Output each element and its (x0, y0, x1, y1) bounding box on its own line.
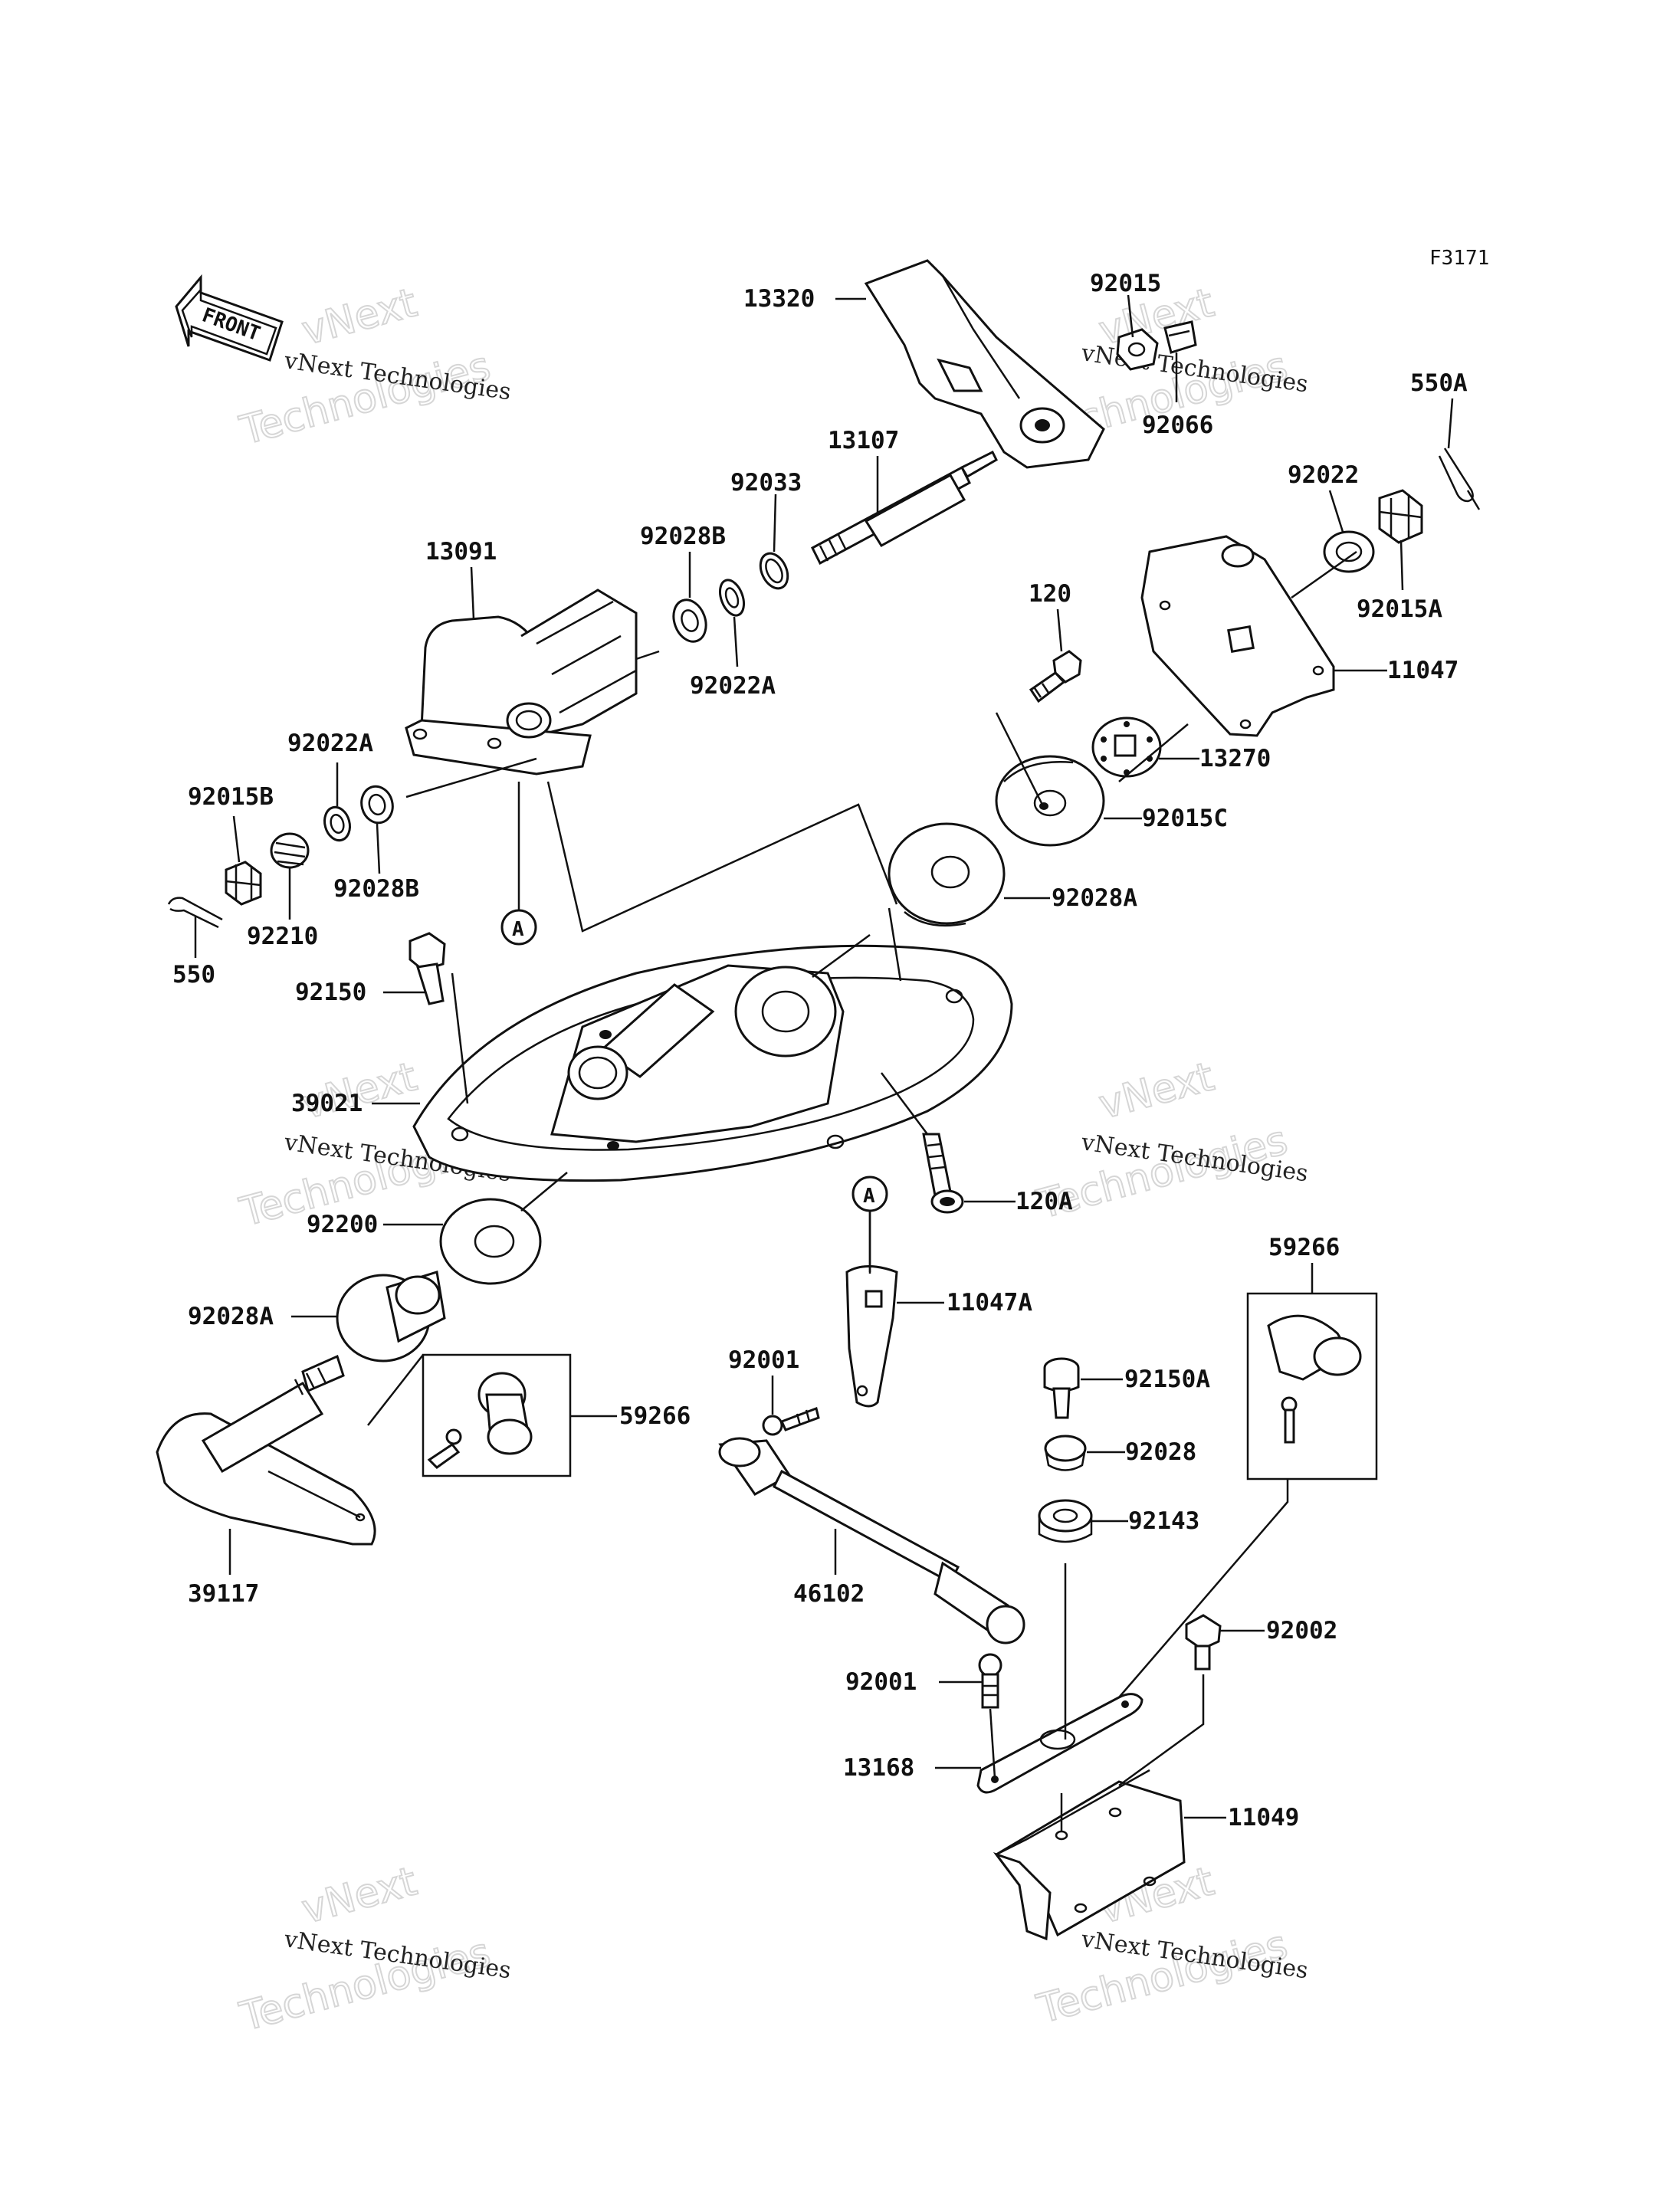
cotter-pin-550 (167, 897, 223, 929)
assembly-lines (267, 550, 1357, 1831)
arm-11047a (845, 1265, 898, 1408)
label-550: 550 (172, 961, 215, 989)
label-59266-right: 59266 (1268, 1234, 1340, 1261)
label-92028b-upper: 92028B (640, 523, 726, 550)
washer-92022a-upper (718, 579, 746, 617)
rod-46102 (718, 1437, 1025, 1644)
ball-joint-59266-left (367, 1353, 572, 1477)
svg-text:vNext: vNext (297, 1858, 422, 1933)
svg-text:A: A (512, 918, 524, 941)
washer-92015c (995, 755, 1105, 847)
bracket-11049 (993, 1769, 1186, 1941)
label-92022: 92022 (1288, 461, 1359, 489)
clip-92066 (1163, 320, 1197, 354)
label-11047: 11047 (1387, 657, 1459, 684)
label-92015b: 92015B (188, 783, 274, 811)
bushing-92028b-upper (672, 598, 707, 643)
watermark-mid-right: vNext Technologies vNext Technologies (1032, 1053, 1310, 1229)
bolt-92150a (1043, 1357, 1080, 1419)
bolt-92002 (1185, 1614, 1222, 1671)
label-13107: 13107 (828, 427, 899, 454)
label-13168: 13168 (843, 1754, 914, 1782)
label-92210: 92210 (247, 923, 318, 950)
label-46102: 46102 (793, 1580, 865, 1608)
part-labels: 13320 92015 92066 550A 13107 92033 92028… (172, 270, 1468, 1831)
housing-13091 (405, 589, 638, 776)
label-92028a-upper: 92028A (1052, 884, 1137, 912)
washer-92022a-left (323, 805, 351, 842)
shaft-13107 (811, 450, 998, 566)
bushing-92028b-left (360, 785, 394, 825)
nut-92015 (1116, 328, 1159, 371)
arm-plate-11047 (1140, 535, 1335, 737)
snap-ring-92033 (759, 552, 789, 590)
castle-nut-92015a (1378, 489, 1423, 544)
label-92066: 92066 (1142, 412, 1213, 439)
collar-92143 (1038, 1499, 1093, 1543)
bushing-92028a-lower (336, 1271, 446, 1362)
watermark-top-left: vNext Technologies vNext Technologies (235, 279, 513, 455)
label-92022a-left: 92022A (287, 730, 373, 757)
label-13320: 13320 (743, 285, 815, 313)
label-39117: 39117 (188, 1580, 259, 1608)
plate-13270 (1091, 716, 1162, 778)
cotter-pin-550a (1438, 448, 1481, 510)
callout-a-upper: A (500, 782, 537, 946)
watermark-bottom-left: vNext Technologies vNext Technologies (235, 1858, 513, 2041)
plate-13168 (976, 1693, 1144, 1794)
label-92002: 92002 (1266, 1617, 1337, 1644)
figure-code: F3171 (1429, 247, 1489, 270)
bushing-92028a-upper (888, 822, 1006, 927)
bolt-120a (922, 1133, 964, 1214)
label-11049: 11049 (1228, 1804, 1299, 1831)
base-plate-39021 (412, 944, 1013, 1182)
ball-joint-59266-right (1246, 1292, 1378, 1481)
label-92015c: 92015C (1142, 805, 1228, 832)
label-92028b-left: 92028B (333, 875, 419, 903)
label-550a: 550A (1410, 369, 1468, 397)
label-92150: 92150 (295, 979, 366, 1006)
ball-stud-92001-upper (762, 1407, 820, 1436)
label-92200: 92200 (307, 1211, 378, 1238)
washer-92200 (439, 1198, 542, 1285)
lever-13320 (864, 259, 1105, 469)
label-92001-lower: 92001 (845, 1668, 917, 1696)
callout-a-lower: A (851, 1176, 888, 1274)
label-120a: 120A (1016, 1188, 1073, 1215)
bushing-92028 (1044, 1435, 1087, 1471)
label-13270: 13270 (1199, 745, 1271, 772)
label-92143: 92143 (1128, 1507, 1199, 1535)
spring-92210 (270, 832, 310, 869)
label-92001-upper: 92001 (728, 1346, 799, 1374)
label-92015a: 92015A (1357, 595, 1442, 623)
ball-stud-92001-lower (978, 1653, 1002, 1709)
label-92028: 92028 (1125, 1438, 1196, 1466)
bolt-92150 (409, 932, 446, 1005)
label-120: 120 (1029, 580, 1071, 608)
label-39021: 39021 (291, 1090, 363, 1117)
svg-text:vNext: vNext (297, 280, 422, 354)
label-11047a: 11047A (947, 1289, 1032, 1317)
label-92022a-upper: 92022A (690, 672, 776, 700)
label-13091: 13091 (425, 538, 497, 566)
castle-nut-92015b (225, 861, 262, 906)
svg-text:vNext: vNext (1094, 1054, 1219, 1128)
washer-92022 (1323, 530, 1375, 573)
label-92033: 92033 (730, 469, 802, 497)
svg-text:A: A (863, 1185, 875, 1208)
label-92028a-lower: 92028A (188, 1303, 274, 1330)
steering-arm-39117 (156, 1354, 376, 1546)
front-arrow-icon: FRONT (175, 274, 284, 362)
label-59266-left: 59266 (619, 1402, 691, 1430)
label-92015: 92015 (1090, 270, 1161, 297)
label-92150a: 92150A (1124, 1366, 1210, 1393)
bolt-120 (1029, 650, 1082, 703)
